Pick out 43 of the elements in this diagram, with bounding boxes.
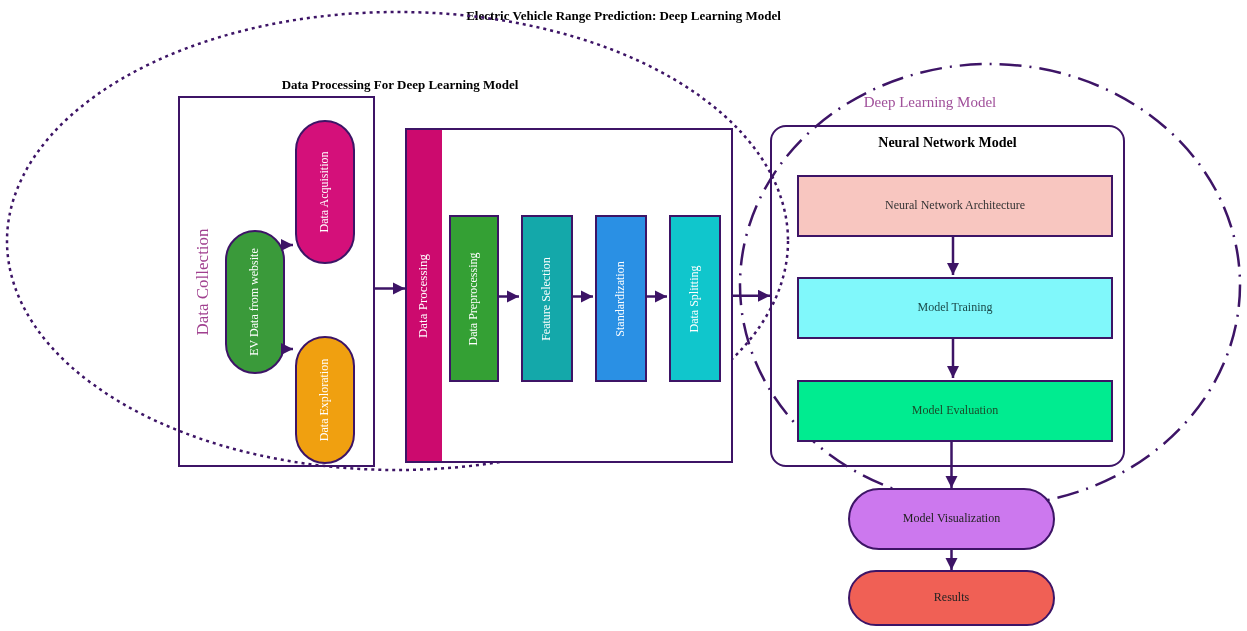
arrow [645,290,667,303]
arrow [571,290,593,303]
box-label: Data Acquisition [318,151,332,233]
source-pill [225,230,285,374]
box-label: Model Evaluation [911,404,999,418]
process-pill [295,120,355,264]
box-label: Model Visualization [902,512,1001,526]
box-label: Standardization [614,260,628,337]
process-box [521,215,573,382]
box-label: EV Data from website [248,248,262,356]
stage-panel [405,128,733,463]
arrow [946,337,960,378]
arrow [497,290,519,303]
box-label: Feature Selection [540,256,554,341]
arrow [280,238,293,252]
dotted-ellipse-region [5,10,790,472]
arrow [945,440,958,488]
process-box [449,215,499,382]
process-pill [295,336,355,464]
process-box [797,277,1113,339]
region-heading: Deep Learning Model [862,94,998,111]
model-panel [770,125,1125,467]
arrow [945,550,958,570]
terminal-pill [848,570,1055,626]
box-label: Results [933,591,970,605]
group-label: Data Collection [194,227,213,336]
box-label: Data Preprocessing [467,252,481,345]
group-box [178,96,375,467]
process-box [797,380,1113,442]
process-box [797,175,1113,237]
box-label: Data Splitting [688,265,702,332]
process-box [669,215,721,382]
arrow [280,342,293,356]
region-heading: Data Processing For Deep Learning Model [280,78,520,93]
process-box [595,215,647,382]
box-label: Neural Network Architecture [885,199,1025,213]
band-label: Data Processing [415,253,430,338]
panel-heading: Neural Network Model [877,135,1018,151]
process-pill [848,488,1055,550]
arrow [946,235,960,275]
arrow [375,282,405,295]
box-label: Data Exploration [318,358,332,442]
box-label: Model Training [917,301,993,315]
